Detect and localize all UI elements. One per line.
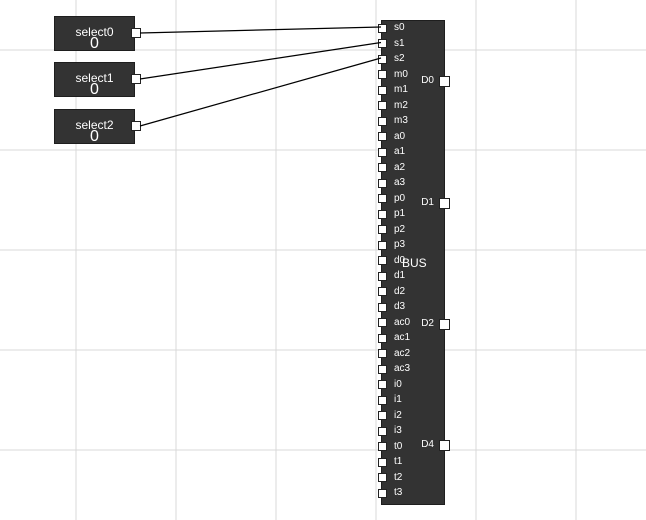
bus-node[interactable]: BUS s0 s1 s2 m0 m1 m2 m3 a0 a1 a2 a3 p0 p1 p2 p3 d0 d1 d2… xyxy=(378,20,450,505)
bus-input-label: m2 xyxy=(394,99,408,111)
bus-input-label: i0 xyxy=(394,378,402,390)
bus-input-label: ac1 xyxy=(394,332,411,343)
bus-input-label: m3 xyxy=(394,115,408,126)
bus-input-port-a2[interactable] xyxy=(378,163,387,172)
bus-input-port-s0[interactable] xyxy=(378,23,387,33)
bus-input-port-i3[interactable] xyxy=(378,426,387,436)
bus-output-port-D1[interactable] xyxy=(439,197,450,209)
bus-input-label: ac2 xyxy=(394,347,411,359)
bus-input-port-i2[interactable] xyxy=(378,411,387,420)
bus-output-label: D2 xyxy=(421,318,434,329)
bus-input-label: a3 xyxy=(394,177,406,188)
bus-input-label: t2 xyxy=(394,471,403,483)
select-value[interactable]: 0 xyxy=(90,128,99,145)
bus-input-label: d1 xyxy=(394,270,406,281)
bus-input-label: s2 xyxy=(394,53,405,64)
bus-input-label: s1 xyxy=(394,37,405,49)
select-output-port[interactable] xyxy=(131,28,141,38)
bus-input-label: m1 xyxy=(394,84,408,95)
bus-input-label: t0 xyxy=(394,440,403,452)
bus-input-port-m0[interactable] xyxy=(378,70,387,79)
select-label: select2 xyxy=(75,118,114,132)
select-value[interactable]: 0 xyxy=(90,81,99,98)
bus-input-label: d2 xyxy=(394,285,406,297)
bus-input-port-t3[interactable] xyxy=(378,488,387,498)
select-label: select0 xyxy=(75,25,114,39)
bus-output-port-D2[interactable] xyxy=(439,318,450,330)
bus-input-port-ac0[interactable] xyxy=(378,318,387,327)
bus-input-port-m3[interactable] xyxy=(378,116,387,126)
bus-input-port-s1[interactable] xyxy=(378,39,387,48)
bus-input-port-d0[interactable] xyxy=(378,256,387,265)
bus-output-label: D4 xyxy=(421,439,434,450)
bus-output-port-D0[interactable] xyxy=(439,75,450,87)
bus-input-label: i1 xyxy=(394,394,402,405)
bus-input-port-s2[interactable] xyxy=(378,54,387,64)
bus-input-port-t0[interactable] xyxy=(378,442,387,451)
bus-input-port-p1[interactable] xyxy=(378,209,387,219)
select-output-port[interactable] xyxy=(131,121,141,131)
bus-input-label: p0 xyxy=(394,192,406,204)
bus-input-port-t2[interactable] xyxy=(378,473,387,482)
bus-input-port-p0[interactable] xyxy=(378,194,387,203)
bus-input-port-a0[interactable] xyxy=(378,132,387,141)
bus-input-label: d3 xyxy=(394,301,406,312)
bus-input-port-a1[interactable] xyxy=(378,147,387,157)
bus-output-label: D0 xyxy=(421,75,434,86)
bus-output-port-D4[interactable] xyxy=(439,439,450,451)
bus-input-port-p2[interactable] xyxy=(378,225,387,234)
bus-name-label: BUS xyxy=(402,256,427,270)
bus-input-label: a0 xyxy=(394,130,406,142)
bus-input-label: ac3 xyxy=(394,363,411,374)
select-label: select1 xyxy=(75,71,114,85)
bus-input-port-d2[interactable] xyxy=(378,287,387,296)
bus-input-port-m1[interactable] xyxy=(378,85,387,95)
bus-input-port-d1[interactable] xyxy=(378,271,387,281)
bus-input-label: t3 xyxy=(394,487,403,498)
bus-input-port-p3[interactable] xyxy=(378,240,387,250)
bus-input-port-ac2[interactable] xyxy=(378,349,387,358)
bus-input-label: a1 xyxy=(394,146,406,157)
bus-input-port-ac3[interactable] xyxy=(378,364,387,374)
bus-input-label: d0 xyxy=(394,254,406,266)
bus-input-label: i3 xyxy=(394,425,402,436)
bus-input-port-d3[interactable] xyxy=(378,302,387,312)
bus-input-label: a2 xyxy=(394,161,406,173)
bus-input-port-m2[interactable] xyxy=(378,101,387,110)
bus-input-label: p2 xyxy=(394,223,406,235)
bus-input-label: m0 xyxy=(394,68,408,80)
bus-input-port-a3[interactable] xyxy=(378,178,387,188)
bus-input-label: p3 xyxy=(394,239,406,250)
bus-input-label: i2 xyxy=(394,409,402,421)
bus-input-port-i0[interactable] xyxy=(378,380,387,389)
bus-output-label: D1 xyxy=(421,197,434,208)
bus-input-label: s0 xyxy=(394,22,405,33)
bus-input-port-ac1[interactable] xyxy=(378,333,387,343)
bus-input-label: ac0 xyxy=(394,316,411,328)
bus-input-port-t1[interactable] xyxy=(378,457,387,467)
bus-input-label: t1 xyxy=(394,456,403,467)
select-value[interactable]: 0 xyxy=(90,35,99,52)
select-output-port[interactable] xyxy=(131,74,141,84)
bus-input-port-i1[interactable] xyxy=(378,395,387,405)
bus-input-label: p1 xyxy=(394,208,406,219)
